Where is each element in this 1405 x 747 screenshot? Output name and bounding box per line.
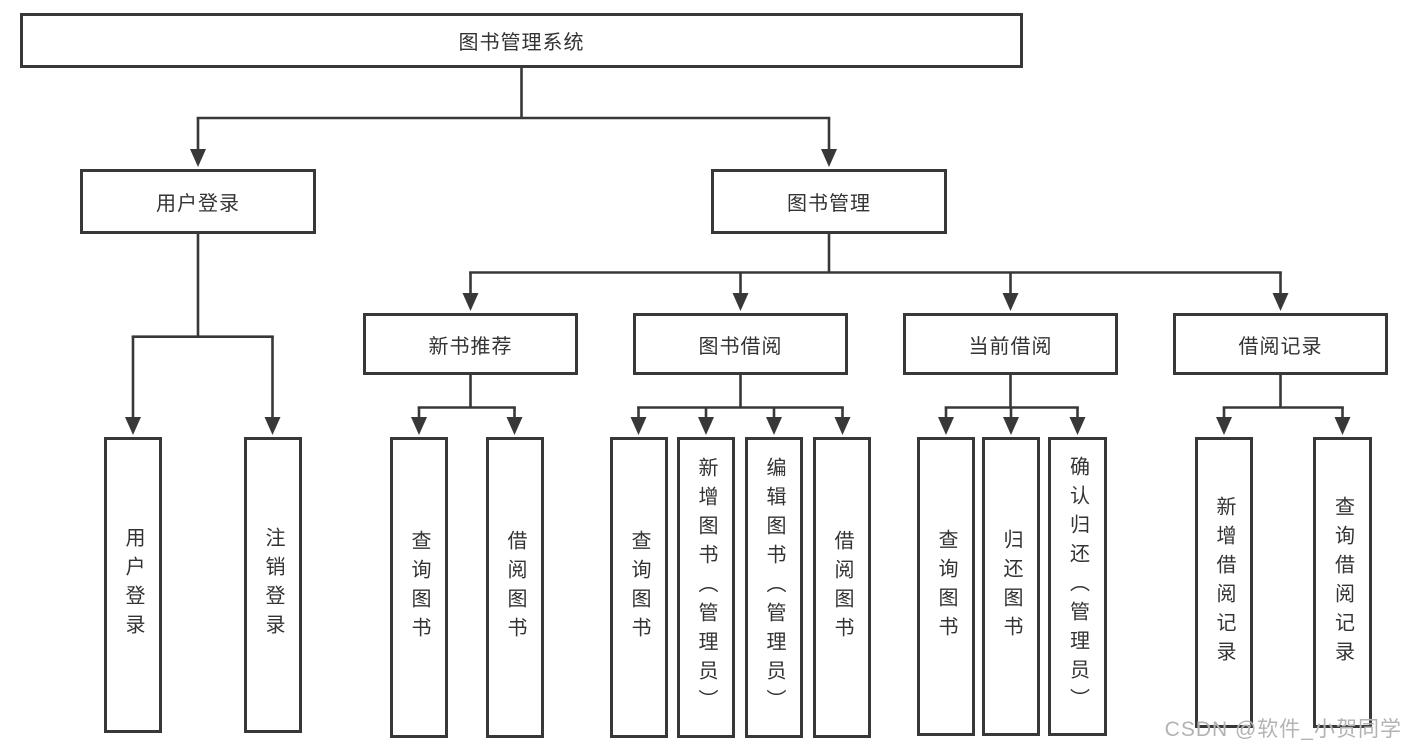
leaf-borrow-borrow-label: 借阅图书 [831,529,853,646]
edge-root-to-level2 [190,68,837,167]
arrow-down-icon [630,417,647,435]
arrow-down-icon [190,149,206,167]
leaf-current-confirm-label: 确认归还（管理员） [1066,456,1089,717]
leaf-borrow-edit-label: 编辑图书（管理员） [763,457,785,718]
leaf-records-query: 查询借阅记录 [1313,437,1372,728]
arrow-down-icon [732,293,749,311]
arrow-down-icon [462,293,479,311]
arrow-down-icon [506,417,523,435]
node-book-borrow-label: 图书借阅 [698,335,783,358]
leaf-current-return: 归还图书 [982,437,1040,736]
arrow-down-icon [1272,293,1289,311]
arrow-down-icon [938,417,954,435]
leaf-newbooks-query-label: 查询图书 [408,529,430,646]
edge-borrow-records-to-leaves [1216,375,1351,435]
edge-new-books-to-leaves [411,375,523,435]
arrow-down-icon [1002,293,1019,311]
arrow-down-icon [834,417,851,435]
edge-book-mgmt-to-level3 [462,234,1289,311]
leaf-newbooks-borrow: 借阅图书 [486,437,544,738]
arrow-down-icon [411,417,427,435]
leaf-logout: 注销登录 [244,437,302,733]
csdn-watermark: CSDN @软件_小贺同学 [1164,718,1402,741]
leaf-current-query: 查询图书 [917,437,975,736]
arrow-down-icon [698,417,714,435]
arrow-down-icon [264,417,281,435]
arrow-down-icon [1216,417,1232,435]
node-book-borrow: 图书借阅 [633,313,848,375]
node-borrow-records-label: 借阅记录 [1238,335,1323,358]
leaf-current-return-label: 归还图书 [1000,528,1022,645]
leaf-records-add: 新增借阅记录 [1195,437,1253,728]
edge-current-borrow-to-leaves [938,375,1086,435]
leaf-borrow-query: 查询图书 [610,437,668,738]
leaf-borrow-edit: 编辑图书（管理员） [745,437,803,738]
node-root-label: 图书管理系统 [458,32,585,54]
leaf-borrow-add: 新增图书（管理员） [677,437,735,738]
leaf-logout-label: 注销登录 [262,527,284,643]
edge-user-login-to-leaves [125,234,281,435]
leaf-records-query-label: 查询借阅记录 [1331,495,1354,670]
arrow-down-icon [1334,417,1351,435]
leaf-borrow-query-label: 查询图书 [628,529,650,646]
leaf-user-login: 用户登录 [104,437,162,733]
node-book-mgmt: 图书管理 [711,169,947,234]
node-user-login-label: 用户登录 [156,193,240,215]
leaf-records-add-label: 新增借阅记录 [1213,495,1235,670]
arrow-down-icon [1003,417,1019,435]
node-new-books: 新书推荐 [363,313,578,375]
arrow-down-icon [1069,417,1086,435]
arrow-down-icon [766,417,782,435]
node-current-borrow: 当前借阅 [903,313,1118,375]
node-borrow-records: 借阅记录 [1173,313,1388,375]
edge-book-borrow-to-leaves [630,375,851,435]
leaf-current-query-label: 查询图书 [935,528,957,645]
node-root: 图书管理系统 [20,13,1023,68]
node-new-books-label: 新书推荐 [428,335,513,358]
arrow-down-icon [821,149,837,167]
leaf-borrow-borrow: 借阅图书 [813,437,871,738]
leaf-newbooks-query: 查询图书 [390,437,448,738]
leaf-borrow-add-label: 新增图书（管理员） [695,457,717,718]
node-current-borrow-label: 当前借阅 [968,335,1053,358]
arrow-down-icon [125,417,141,435]
leaf-user-login-label: 用户登录 [122,527,144,643]
leaf-newbooks-borrow-label: 借阅图书 [504,529,526,646]
leaf-current-confirm: 确认归还（管理员） [1048,437,1107,736]
node-user-login: 用户登录 [80,169,316,234]
node-book-mgmt-label: 图书管理 [787,193,871,215]
